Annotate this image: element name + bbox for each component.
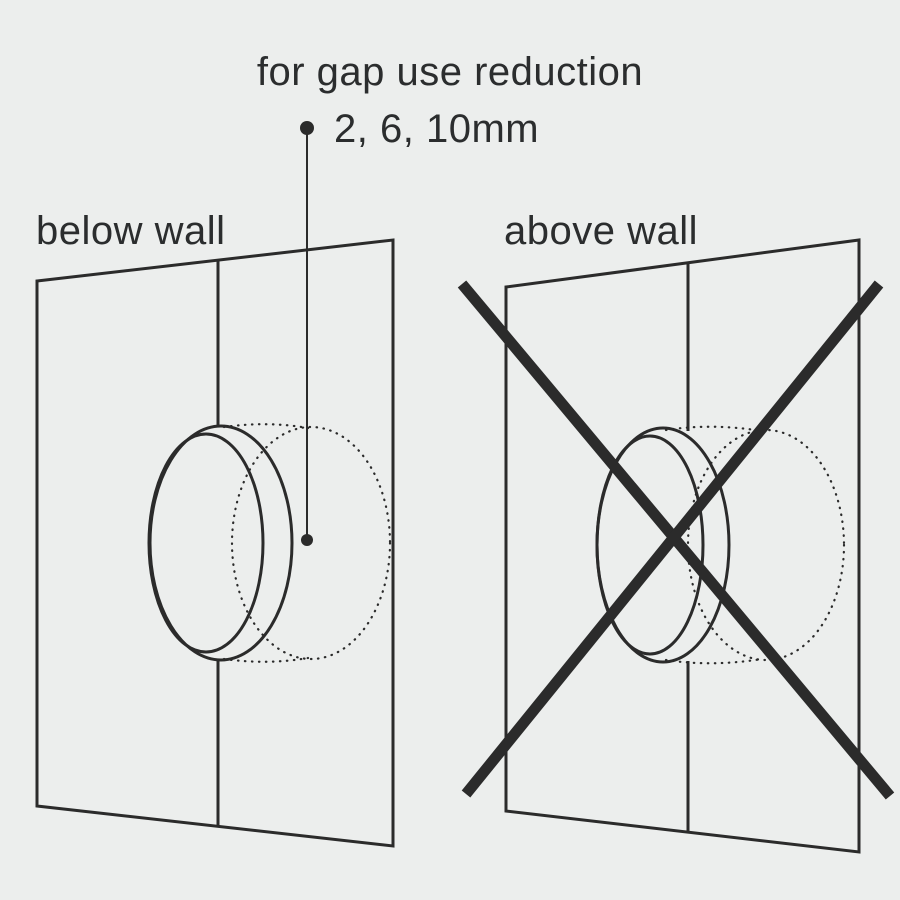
left-reduction-dotted-ellipse bbox=[230, 425, 392, 661]
prohibition-cross-line-2 bbox=[461, 280, 884, 798]
panel-label-below-wall: below wall bbox=[36, 209, 226, 253]
left-wall-panel bbox=[35, 238, 395, 848]
right-reduction-dotted-ellipse bbox=[686, 428, 846, 662]
left-socket-face-ellipse bbox=[147, 432, 265, 654]
annotation-title: for gap use reduction bbox=[256, 50, 644, 94]
leader-bullet-icon bbox=[300, 121, 314, 135]
left-wall-diagram bbox=[35, 238, 395, 848]
leader-endpoint-dot bbox=[301, 534, 313, 546]
right-wall-diagram bbox=[457, 238, 895, 854]
right-reduction-dotted-bottom-connector bbox=[664, 657, 764, 665]
panel-label-above-wall: above wall bbox=[504, 209, 699, 253]
right-wall-panel bbox=[504, 238, 861, 854]
annotation-sizes: 2, 6, 10mm bbox=[334, 107, 540, 151]
right-reduction-dotted-top-connector bbox=[664, 425, 764, 433]
right-socket-face-ellipse bbox=[595, 434, 705, 656]
left-reduction-dotted-bottom-connector bbox=[222, 656, 310, 663]
gap-leader bbox=[300, 121, 314, 546]
left-reduction-dotted-top-connector bbox=[222, 423, 310, 430]
left-socket-rim-ellipse bbox=[148, 424, 294, 662]
